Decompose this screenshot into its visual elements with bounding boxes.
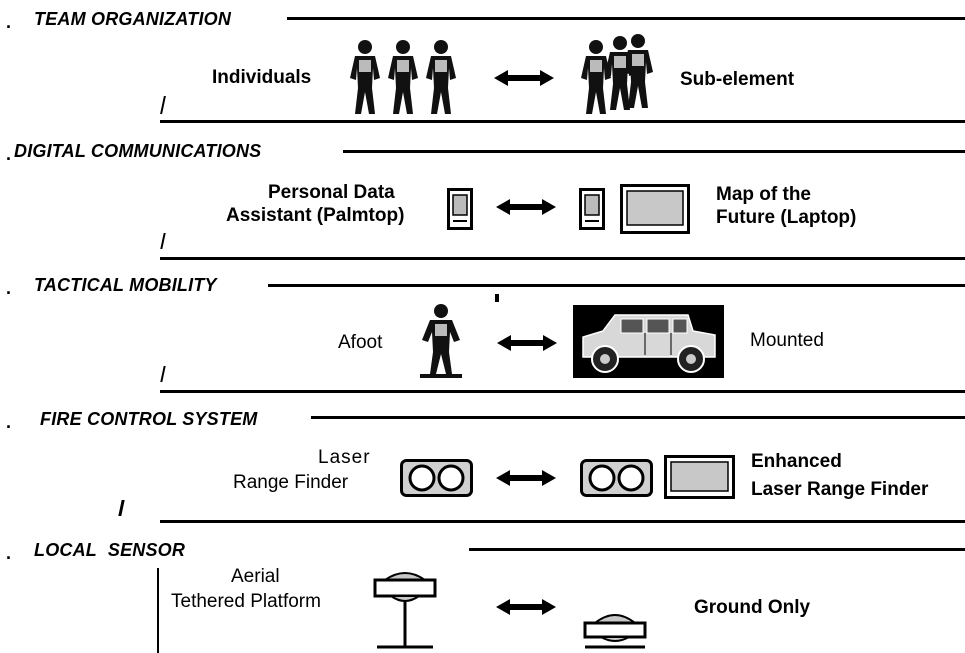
section-bullet: . — [6, 543, 12, 563]
double-arrow-icon — [494, 70, 554, 86]
binocular-range-finder-icon — [400, 459, 473, 497]
double-arrow-icon — [496, 199, 556, 215]
section-title: TEAM ORGANIZATION — [34, 9, 232, 29]
palmtop-icon — [447, 188, 473, 230]
section-top-rule — [469, 548, 965, 551]
left-label: Individuals — [212, 67, 312, 88]
soldier-icon — [420, 304, 462, 378]
left-label-line2: Tethered Platform — [171, 591, 321, 612]
tick-mark — [160, 366, 166, 382]
section-title: TACTICAL MOBILITY — [34, 275, 217, 295]
section-bottom-rule — [160, 120, 965, 123]
tick-mark — [160, 96, 166, 114]
section-top-rule — [343, 150, 965, 153]
palmtop-icon — [579, 188, 605, 230]
tick-mark — [160, 233, 166, 249]
section-title: FIRE CONTROL SYSTEM — [40, 409, 258, 429]
double-arrow-icon — [496, 470, 556, 486]
section-bullet: . — [6, 278, 12, 298]
tick-mark — [118, 500, 125, 516]
double-arrow-icon — [496, 599, 556, 615]
section-top-rule — [287, 17, 965, 20]
vertical-rule — [157, 568, 159, 653]
laptop-icon — [620, 184, 690, 234]
right-label: Ground Only — [694, 597, 811, 618]
enhanced-range-finder-icon — [664, 455, 735, 499]
stray-mark — [495, 294, 499, 302]
right-label-line1: Enhanced — [751, 451, 842, 472]
section-bottom-rule — [160, 520, 965, 523]
section-bottom-rule — [160, 390, 965, 393]
section-title: DIGITAL COMMUNICATIONS — [14, 141, 262, 161]
right-label-line2: Future (Laptop) — [716, 207, 857, 228]
section-bullet: . — [6, 412, 12, 432]
ground-sensor-icon — [583, 614, 647, 649]
three-soldiers-icon — [350, 40, 456, 114]
section-top-rule — [268, 284, 965, 287]
binocular-range-finder-icon — [580, 459, 653, 497]
left-label: Afoot — [338, 332, 383, 353]
grouped-soldiers-icon — [581, 34, 653, 114]
left-label-line1: Personal Data — [268, 182, 395, 203]
section-bullet: . — [6, 144, 12, 164]
section-bullet: . — [6, 12, 12, 32]
left-label-line2: Range Finder — [233, 472, 349, 493]
tethered-aerial-sensor-icon — [373, 572, 437, 649]
left-label-line1: Laser — [318, 447, 371, 468]
section-title: LOCAL SENSOR — [34, 540, 186, 560]
humvee-vehicle-icon — [573, 305, 724, 378]
left-label-line1: Aerial — [231, 566, 280, 587]
right-label: Sub-element — [680, 69, 795, 90]
section-top-rule — [311, 416, 965, 419]
right-label-line2: Laser Range Finder — [751, 479, 929, 500]
left-label-line2: Assistant (Palmtop) — [226, 205, 405, 226]
right-label-line1: Map of the — [716, 184, 811, 205]
section-bottom-rule — [160, 257, 965, 260]
double-arrow-icon — [497, 335, 557, 351]
right-label: Mounted — [750, 330, 824, 351]
